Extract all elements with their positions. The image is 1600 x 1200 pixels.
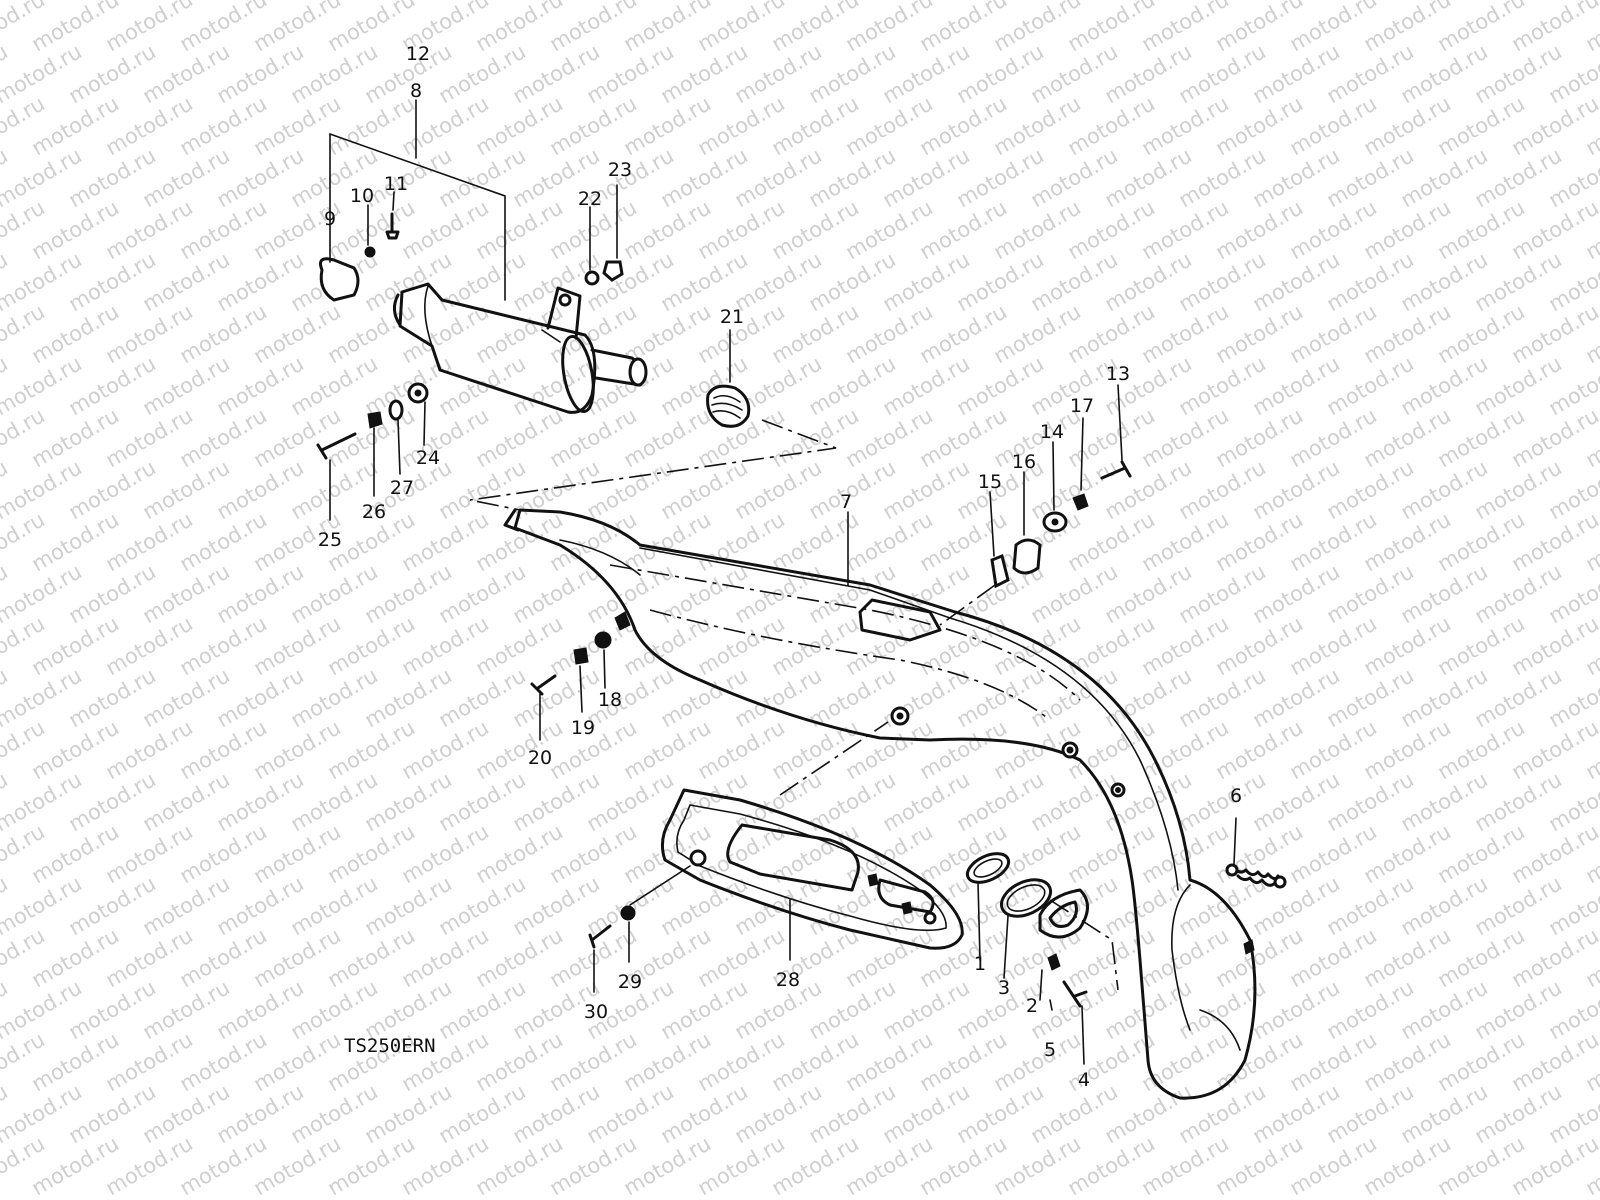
washer-22 xyxy=(584,270,600,286)
callout-30: 30 xyxy=(584,1001,608,1023)
callout-24: 24 xyxy=(416,447,440,469)
callout-3: 3 xyxy=(998,977,1010,999)
callout-29: 29 xyxy=(618,971,642,993)
callout-1: 1 xyxy=(974,953,986,975)
callout-17: 17 xyxy=(1070,395,1094,417)
damper-16 xyxy=(1012,538,1042,575)
callout-18: 18 xyxy=(598,689,622,711)
model-code: TS250ERN xyxy=(344,1035,436,1057)
callout-10: 10 xyxy=(350,185,374,207)
nut-10 xyxy=(364,246,376,258)
callout-15: 15 xyxy=(978,471,1002,493)
callout-19: 19 xyxy=(571,717,595,739)
washer-27 xyxy=(388,399,404,421)
callout-8: 8 xyxy=(410,80,422,102)
callout-23: 23 xyxy=(608,159,632,181)
callout-7: 7 xyxy=(840,491,852,513)
nut-29 xyxy=(620,905,636,921)
callout-26: 26 xyxy=(362,501,386,523)
nut-19 xyxy=(573,647,589,665)
callout-28: 28 xyxy=(776,969,800,991)
callout-21: 21 xyxy=(720,306,744,328)
callout-6: 6 xyxy=(1230,785,1242,807)
callout-22: 22 xyxy=(578,188,602,210)
callout-2: 2 xyxy=(1026,995,1038,1017)
callout-12: 12 xyxy=(406,43,430,65)
callout-25: 25 xyxy=(318,529,342,551)
callout-14: 14 xyxy=(1040,421,1064,443)
nut-23 xyxy=(602,260,624,282)
callout-4: 4 xyxy=(1078,1069,1090,1091)
callout-13: 13 xyxy=(1106,363,1130,385)
callout-27: 27 xyxy=(390,477,414,499)
callout-9: 9 xyxy=(324,208,336,230)
callout-16: 16 xyxy=(1012,451,1036,473)
callout-20: 20 xyxy=(528,747,552,769)
callout-5: 5 xyxy=(1044,1039,1056,1061)
washer-18 xyxy=(594,631,612,649)
callout-11: 11 xyxy=(384,173,408,195)
